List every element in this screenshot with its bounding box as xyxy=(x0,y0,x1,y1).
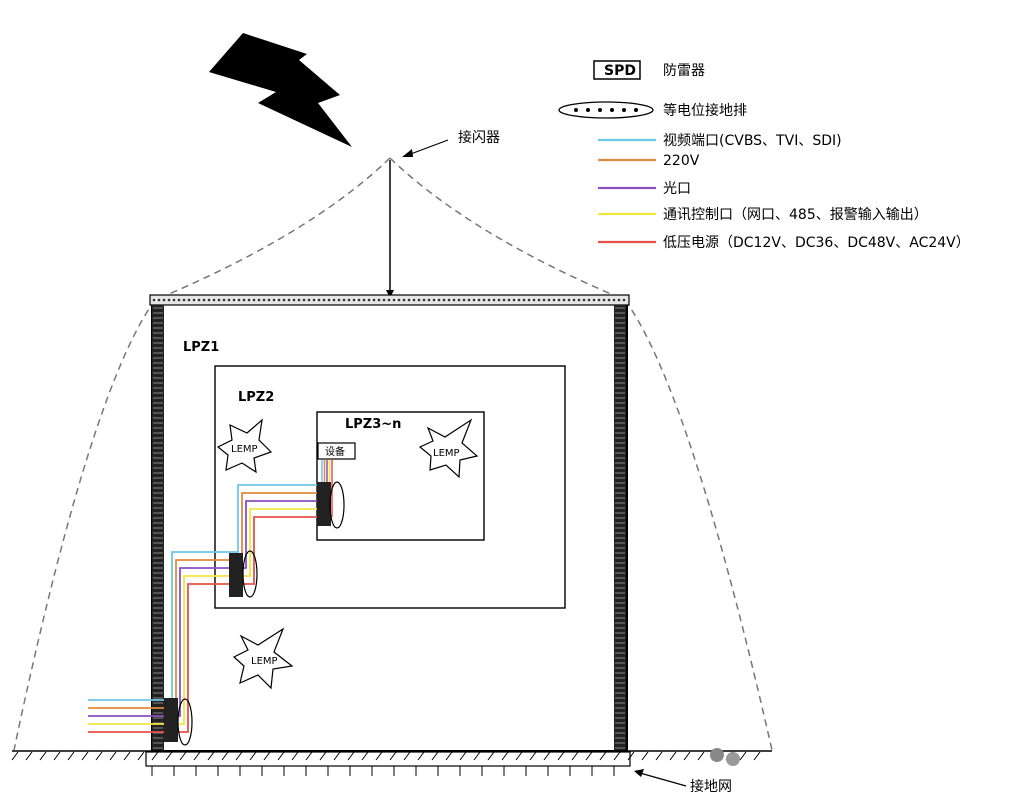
legend-spd-box-text: SPD xyxy=(604,63,636,79)
lemp-burst-icon: LEMP xyxy=(232,627,294,690)
lpz3-zone xyxy=(316,411,485,541)
device-box xyxy=(317,442,356,460)
legend-bonding-bar-label: 等电位接地排 xyxy=(663,102,747,119)
roof-mesh xyxy=(152,298,626,302)
lpz3-label: LPZ3~n xyxy=(345,417,401,432)
lpz2-label: LPZ2 xyxy=(238,390,274,405)
ground-grid xyxy=(145,751,631,767)
ground-grid-label: 接地网 xyxy=(690,778,732,795)
svg-text:LEMP: LEMP xyxy=(251,656,278,667)
legend-line-label: 视频端口(CVBS、TVI、SDI) xyxy=(663,133,842,149)
legend-bonding-bar-icon xyxy=(558,101,654,119)
svg-text:LEMP: LEMP xyxy=(231,444,258,455)
legend-line-label: 低压电源（DC12V、DC36、DC48V、AC24V） xyxy=(663,235,970,251)
bonding-bar xyxy=(177,698,193,746)
legend: SPD 防雷器 等电位接地排 视频端口(CVBS、TVI、SDI) 220V 光口通… xyxy=(558,60,970,251)
cable-line xyxy=(88,508,325,725)
bonding-bar xyxy=(242,550,258,598)
device-label: 设备 xyxy=(325,445,345,458)
lpz2-zone xyxy=(214,365,566,609)
bonding-bar xyxy=(329,481,345,529)
lpz1-label: LPZ1 xyxy=(183,340,219,355)
legend-line-label: 光口 xyxy=(663,181,691,197)
protection-zone-boundary xyxy=(13,157,391,751)
legend-spd-label: 防雷器 xyxy=(663,63,705,79)
spd-unit xyxy=(229,550,258,598)
lemp-burst-icon: LEMP xyxy=(216,418,273,474)
legend-line-label: 220V xyxy=(663,153,700,169)
building-frame xyxy=(151,296,628,752)
legend-spd-box xyxy=(593,60,641,80)
lightning-rod-label: 接闪器 xyxy=(458,129,500,146)
lemp-burst-icon: LEMP xyxy=(418,418,479,479)
spd-unit xyxy=(317,481,345,529)
cable-bundle xyxy=(88,460,333,733)
spd-unit xyxy=(164,698,193,746)
cable-line xyxy=(88,492,325,709)
lightning-bolt-icon xyxy=(209,33,352,147)
ground-rod-icon xyxy=(710,748,724,762)
legend-line-label: 通讯控制口（网口、485、报警输入输出） xyxy=(663,207,928,223)
svg-text:LEMP: LEMP xyxy=(433,448,460,459)
